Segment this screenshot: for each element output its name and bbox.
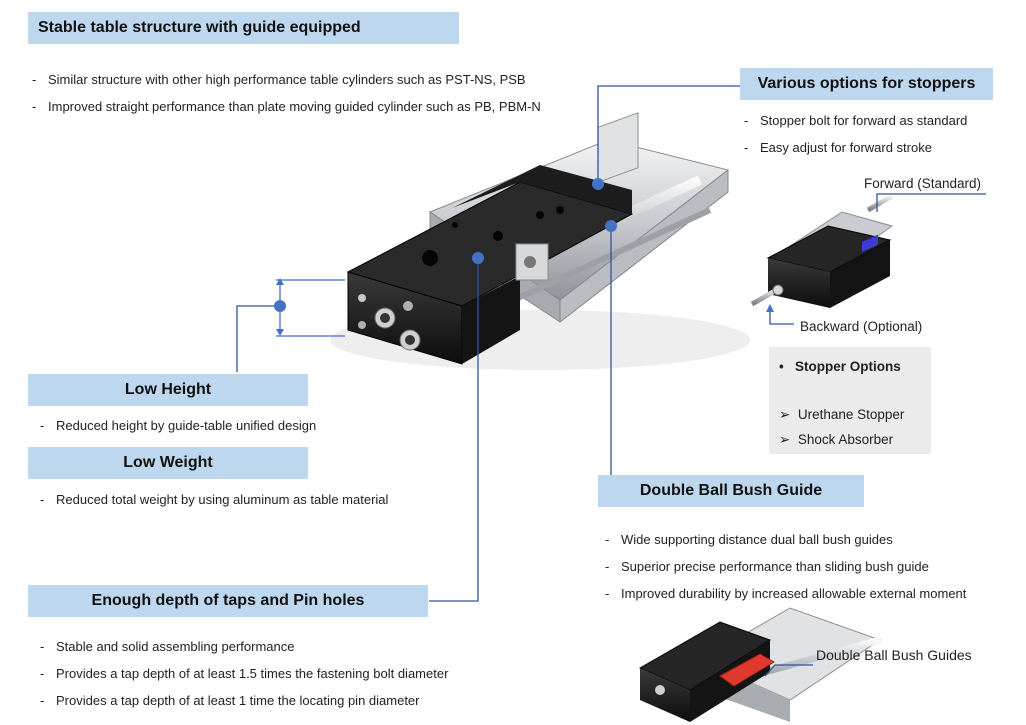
main-cylinder-image (330, 112, 750, 370)
stopper-option-item: ➢ Shock Absorber (779, 432, 894, 447)
stable-structure-bullets: Similar structure with other high perfor… (28, 66, 541, 120)
stopper-options-title-text: Stopper Options (794, 359, 901, 374)
forward-label: Forward (Standard) (864, 176, 982, 191)
list-item: Superior precise performance than slidin… (601, 553, 966, 580)
taps-bullets: Stable and solid assembling performance … (36, 633, 448, 714)
low-weight-title: Low Weight (123, 454, 213, 471)
ball-bush-title: Double Ball Bush Guide (639, 482, 823, 499)
low-height-arrows (276, 278, 774, 336)
low-weight-header: Low Weight (28, 447, 308, 479)
low-height-bullets: Reduced height by guide-table unified de… (36, 417, 316, 435)
taps-header: Enough depth of taps and Pin holes (28, 585, 428, 617)
stopper-options-title: • Stopper Options (779, 359, 901, 374)
stoppers-title: Various options for stoppers (757, 75, 976, 92)
list-item: Wide supporting distance dual ball bush … (601, 526, 966, 553)
stoppers-header: Various options for stoppers (740, 68, 993, 100)
stopper-option-label: Shock Absorber (797, 432, 894, 447)
list-item: Reduced height by guide-table unified de… (36, 417, 316, 435)
leader-dots (274, 178, 617, 312)
list-item: Stable and solid assembling performance (36, 633, 448, 660)
leader-lines (236, 85, 986, 677)
stopper-option-item: ➢ Urethane Stopper (779, 407, 905, 422)
list-item: Provides a tap depth of at least 1 time … (36, 687, 448, 714)
backward-label: Backward (Optional) (800, 319, 923, 334)
list-item: Reduced total weight by using aluminum a… (36, 491, 388, 509)
stopper-options-box: • Stopper Options ➢ Urethane Stopper ➢ S… (769, 347, 931, 454)
stable-structure-title: Stable table structure with guide equipp… (38, 19, 361, 36)
ball-bush-bullets: Wide supporting distance dual ball bush … (601, 526, 966, 607)
low-height-header: Low Height (28, 374, 308, 406)
ball-bush-image (638, 607, 882, 722)
ball-bush-header: Double Ball Bush Guide (598, 475, 864, 507)
stable-structure-header: Stable table structure with guide equipp… (28, 12, 459, 44)
ball-bush-guides-label: Double Ball Bush Guides (816, 647, 972, 663)
taps-title: Enough depth of taps and Pin holes (91, 592, 365, 609)
list-item: Improved durability by increased allowab… (601, 580, 966, 607)
low-height-title: Low Height (124, 381, 212, 398)
list-item: Similar structure with other high perfor… (28, 66, 541, 93)
list-item: Easy adjust for forward stroke (740, 134, 967, 161)
list-item: Provides a tap depth of at least 1.5 tim… (36, 660, 448, 687)
list-item: Stopper bolt for forward as standard (740, 107, 967, 134)
list-item: Improved straight performance than plate… (28, 93, 541, 120)
stopper-image (750, 193, 894, 308)
stoppers-bullets: Stopper bolt for forward as standard Eas… (740, 107, 967, 161)
stopper-option-label: Urethane Stopper (797, 407, 905, 422)
low-weight-bullets: Reduced total weight by using aluminum a… (36, 491, 388, 509)
